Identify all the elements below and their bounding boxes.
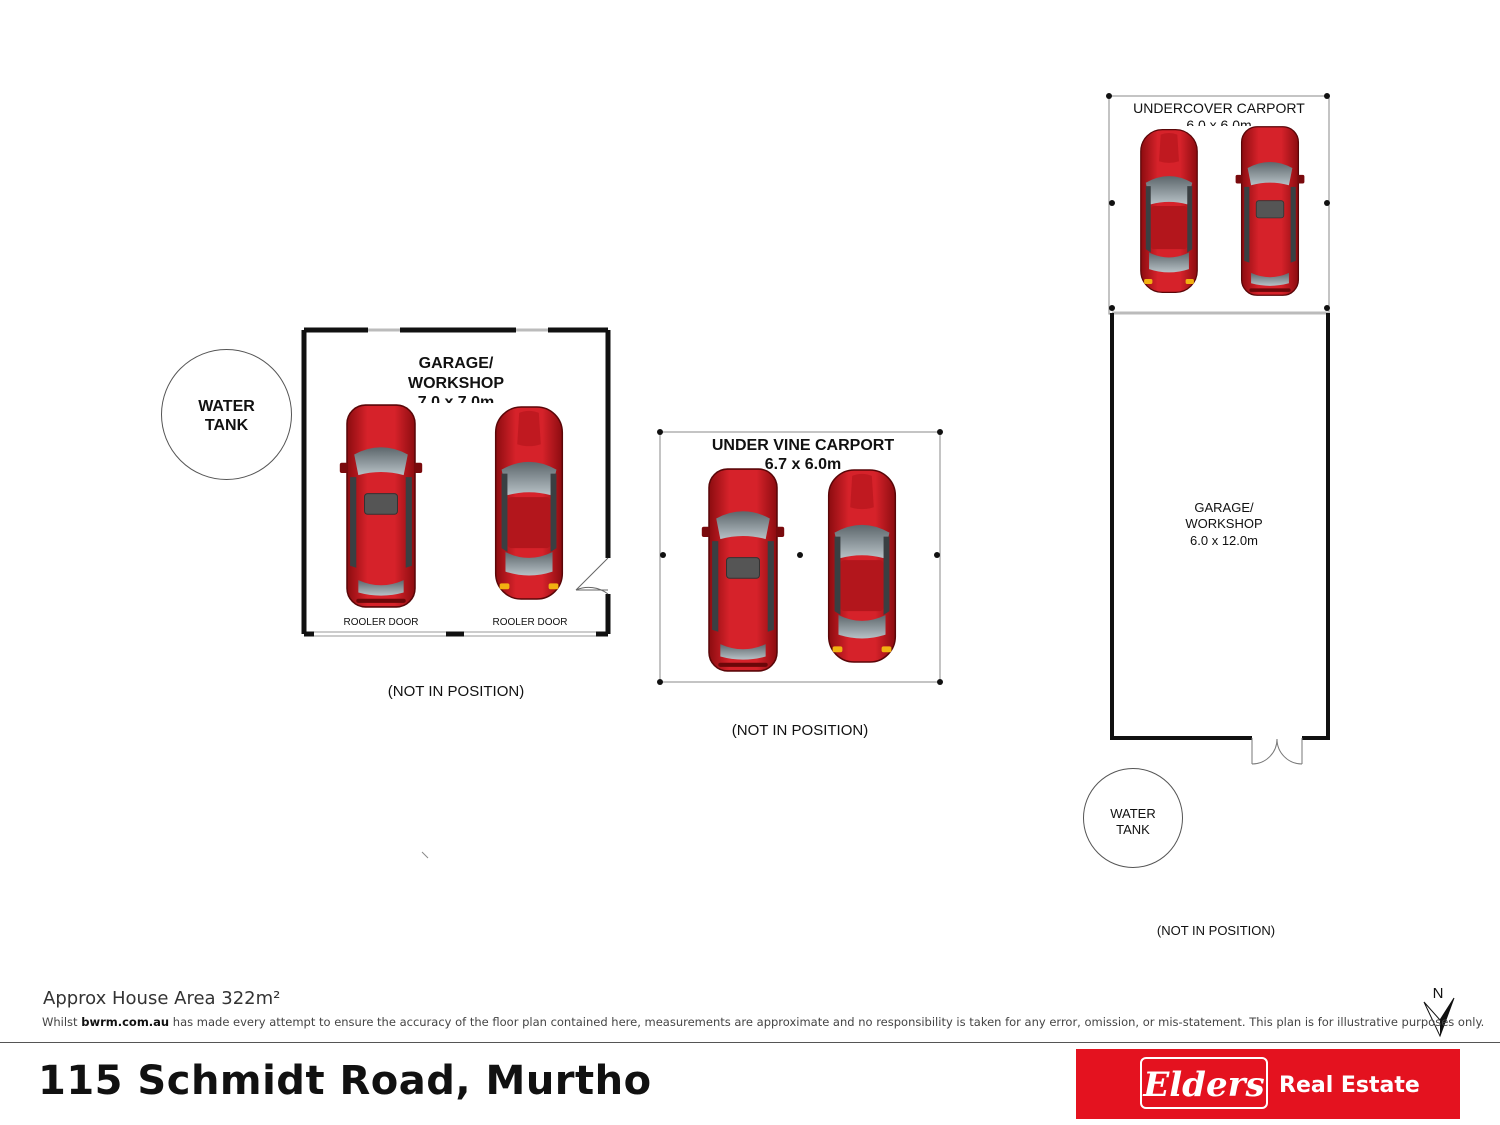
water-tank-right-note: (NOT IN POSITION) (1156, 923, 1276, 938)
garage-left-walls (301, 327, 611, 637)
brand-logo: Elders (1140, 1057, 1268, 1109)
undercover-carport-dimensions: 6.0 x 6.0m (1186, 117, 1252, 126)
vine-carport-title: UNDER VINE CARPORT (711, 437, 895, 454)
car-icon (827, 469, 897, 663)
water-tank-right-label-2: TANK (1116, 822, 1150, 837)
water-tank-left-label-1: WATER (198, 398, 255, 415)
car-icon (700, 468, 786, 672)
vine-carport-dimensions: 6.7 x 6.0m (764, 456, 842, 469)
water-tank-left: WATER TANK (161, 349, 292, 480)
disclaimer: Whilst bwrm.com.au has made every attemp… (42, 1015, 1484, 1029)
property-address: 115 Schmidt Road, Murtho (38, 1058, 652, 1104)
compass-arrow-icon (1423, 997, 1455, 1038)
car-icon (494, 406, 564, 600)
footer-divider (0, 1042, 1500, 1043)
water-tank-right-label-1: WATER (1110, 806, 1156, 821)
brand-banner: Elders Real Estate (1076, 1049, 1460, 1119)
house-area: Approx House Area 322m² (43, 988, 281, 1009)
garage-right-dimensions: 6.0 x 12.0m (1190, 533, 1258, 548)
car-icon (1140, 129, 1198, 293)
garage-left-door-right: ROOLER DOOR (492, 617, 568, 628)
water-tank-left-label-2: TANK (204, 417, 249, 434)
disclaimer-prefix: Whilst (42, 1015, 82, 1029)
garage-left-title-2: WORKSHOP (408, 375, 504, 392)
compass-label: N (1432, 985, 1444, 1002)
vine-carport-outline (657, 429, 943, 685)
brand-text: Real Estate (1279, 1073, 1420, 1098)
car-icon (338, 404, 424, 608)
garage-left-note: (NOT IN POSITION) (387, 683, 525, 700)
garage-left-title-1: GARAGE/ (418, 355, 494, 372)
stray-mark (421, 851, 429, 859)
vine-carport-note: (NOT IN POSITION) (731, 722, 869, 739)
garage-right-title-1: GARAGE/ (1194, 500, 1254, 515)
disclaimer-site: bwrm.com.au (81, 1015, 170, 1029)
garage-right-title-2: WORKSHOP (1185, 516, 1263, 531)
garage-right-walls (1110, 311, 1330, 765)
car-icon (1234, 126, 1306, 296)
garage-left-door-left: ROOLER DOOR (343, 617, 419, 628)
undercover-carport-title: UNDERCOVER CARPORT (1133, 100, 1305, 116)
garage-left-dimensions: 7.0 x 7.0m (417, 394, 495, 403)
disclaimer-text: has made every attempt to ensure the acc… (169, 1015, 1485, 1029)
water-tank-right: WATER TANK (1083, 768, 1183, 868)
